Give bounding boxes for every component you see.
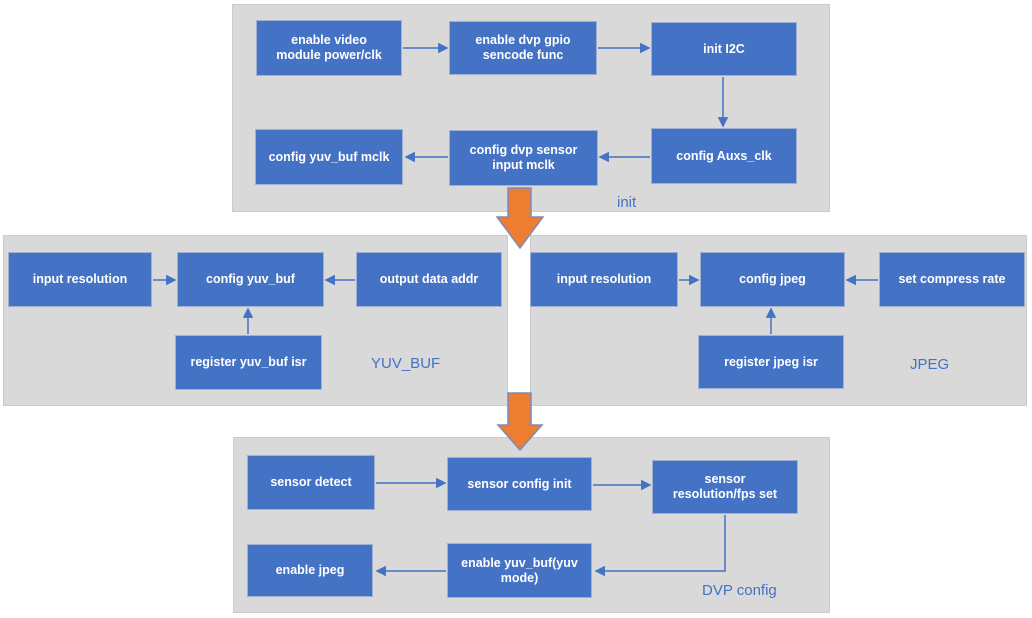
section-label-dvp-config: DVP config xyxy=(702,582,777,599)
node-enable-yuv-buf: enable yuv_buf(yuv mode) xyxy=(447,543,592,598)
section-label-jpeg: JPEG xyxy=(910,356,950,373)
node-config-yuv-buf-mclk: config yuv_buf mclk xyxy=(255,129,403,185)
section-label-init: init xyxy=(617,194,637,211)
node-yuv-input-resolution: input resolution xyxy=(8,252,152,307)
node-enable-video-power: enable video module power/clk xyxy=(256,20,402,76)
node-register-yuv-buf-isr: register yuv_buf isr xyxy=(175,335,322,390)
section-label-yuv-buf: YUV_BUF xyxy=(371,355,441,372)
node-sensor-config-init: sensor config init xyxy=(447,457,592,511)
node-set-compress-rate: set compress rate xyxy=(879,252,1025,307)
node-enable-dvp-gpio: enable dvp gpio sencode func xyxy=(449,21,597,75)
node-config-yuv-buf: config yuv_buf xyxy=(177,252,324,307)
node-enable-jpeg: enable jpeg xyxy=(247,544,373,597)
node-sensor-resolution-fps: sensor resolution/fps set xyxy=(652,460,798,514)
node-sensor-detect: sensor detect xyxy=(247,455,375,510)
node-init-i2c: init I2C xyxy=(651,22,797,76)
node-config-auxs-clk: config Auxs_clk xyxy=(651,128,797,184)
node-register-jpeg-isr: register jpeg isr xyxy=(698,335,844,389)
node-config-dvp-sensor-mclk: config dvp sensor input mclk xyxy=(449,130,598,186)
node-config-jpeg: config jpeg xyxy=(700,252,845,307)
node-output-data-addr: output data addr xyxy=(356,252,502,307)
node-jpeg-input-resolution: input resolution xyxy=(530,252,678,307)
